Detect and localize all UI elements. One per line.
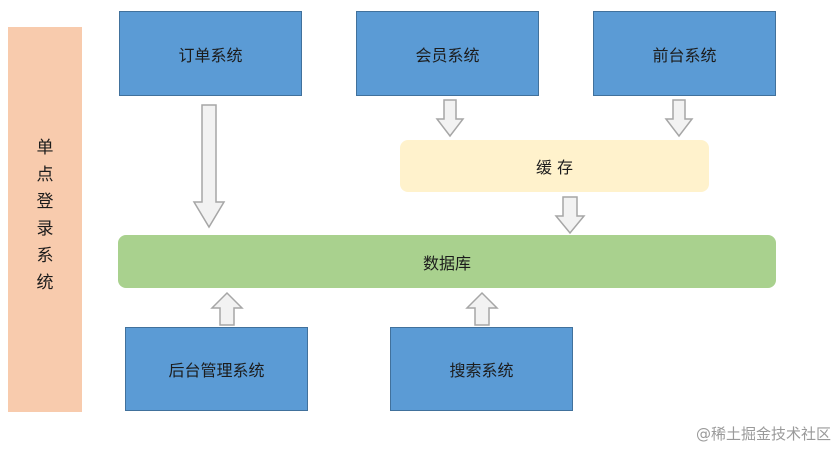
order-system-box: 订单系统 [119, 11, 302, 96]
front-system-label: 前台系统 [652, 45, 717, 65]
sso-char: 统 [36, 272, 54, 293]
sso-system-box: 单 点 登 录 系 统 [8, 27, 82, 412]
cache-box: 缓 存 [400, 140, 709, 192]
admin-system-box: 后台管理系统 [125, 327, 308, 411]
arrow-cache-to-database [554, 196, 586, 235]
admin-system-label: 后台管理系统 [168, 361, 265, 380]
arrow-member-to-cache [435, 99, 465, 138]
member-system-box: 会员系统 [356, 11, 539, 96]
member-system-label: 会员系统 [415, 45, 480, 65]
watermark-text: @稀土掘金技术社区 [695, 425, 831, 443]
database-label: 数据库 [422, 253, 471, 273]
search-system-box: 搜索系统 [390, 327, 573, 411]
sso-char: 点 [36, 164, 54, 185]
database-box: 数据库 [118, 235, 776, 288]
cache-label: 缓 存 [535, 158, 574, 177]
search-system-label: 搜索系统 [449, 361, 514, 380]
sso-char: 登 [36, 191, 54, 212]
sso-char: 系 [36, 245, 54, 266]
order-system-label: 订单系统 [178, 45, 243, 65]
sso-system-label: 单 点 登 录 系 统 [37, 135, 54, 297]
sso-char: 单 [36, 137, 54, 158]
arrow-search-to-database [465, 291, 499, 326]
arrow-order-to-database [192, 104, 226, 229]
arrow-front-to-cache [664, 99, 694, 138]
arrow-admin-to-database [210, 291, 244, 326]
front-system-box: 前台系统 [593, 11, 776, 96]
sso-char: 录 [36, 218, 54, 239]
